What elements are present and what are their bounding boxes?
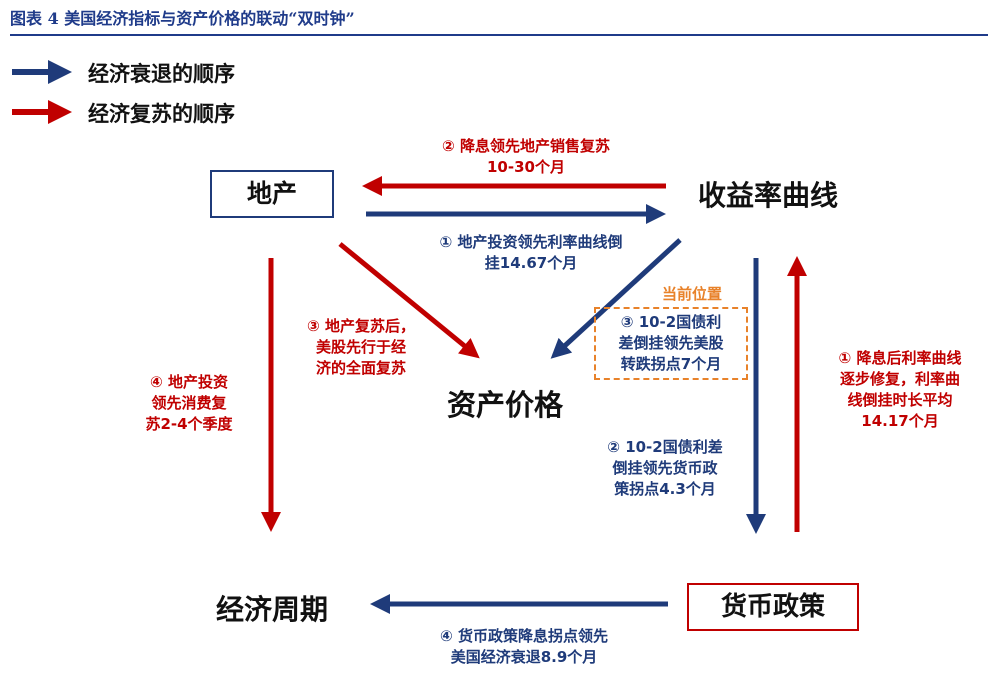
label-property-leads-consumption: ④ 地产投资 领先消费复 苏2-4个季度	[124, 372, 254, 435]
label-line: 美国经济衰退8.9个月	[450, 648, 598, 666]
node-property: 地产	[210, 170, 334, 218]
node-asset-prices: 资产价格	[447, 388, 564, 422]
label-property-recovery: ③ 地产复苏后， 美股先行于经 济的全面复苏	[291, 316, 431, 379]
legend-recession: 经济衰退的顺序	[88, 62, 235, 86]
label-line: 济的全面复苏	[315, 359, 406, 377]
legend-recovery: 经济复苏的顺序	[88, 102, 235, 126]
label-line: 倒挂领先货币政	[612, 459, 718, 477]
label-line: ③ 地产复苏后，	[307, 317, 415, 335]
label-line: 挂14.67个月	[484, 254, 578, 272]
label-line: 10-30个月	[487, 158, 565, 176]
label-line: 14.17个月	[861, 412, 939, 430]
node-yield-curve: 收益率曲线	[698, 179, 839, 212]
label-line: 转跌拐点7个月	[620, 355, 722, 373]
current-position-box: ③ 10-2国债利 差倒挂领先美股 转跌拐点7个月	[594, 307, 748, 380]
arrow-yield-to-assets	[550, 238, 682, 359]
label-line: ① 地产投资领先利率曲线倒	[439, 233, 623, 251]
label-line: 策拐点4.3个月	[614, 480, 716, 498]
label-line: 差倒挂领先美股	[618, 334, 724, 352]
label-line: 线倒挂时长平均	[847, 391, 953, 409]
label-line: 美股先行于经	[315, 338, 406, 356]
arrow-property-to-assets	[338, 242, 480, 359]
label-policy-leads-recession: ④ 货币政策降息拐点领先 美国经济衰退8.9个月	[404, 626, 644, 668]
label-line: 苏2-4个季度	[145, 415, 233, 433]
label-line: ② 降息领先地产销售复苏	[442, 137, 610, 155]
label-line: ④ 地产投资	[150, 373, 228, 391]
label-line: 逐步修复，利率曲	[839, 370, 960, 388]
label-curve-repair: ① 降息后利率曲线 逐步修复，利率曲 线倒挂时长平均 14.17个月	[812, 348, 988, 432]
figure-title: 图表 4 美国经济指标与资产价格的联动“双时钟”	[10, 9, 355, 28]
label-line: ② 10-2国债利差	[607, 438, 723, 456]
label-line: ① 降息后利率曲线	[838, 349, 962, 367]
label-line: ③ 10-2国债利	[620, 313, 722, 331]
node-monetary-policy: 货币政策	[687, 583, 859, 631]
label-property-invest-leads-curve: ① 地产投资领先利率曲线倒 挂14.67个月	[396, 232, 666, 274]
label-spread-leads-policy: ② 10-2国债利差 倒挂领先货币政 策拐点4.3个月	[590, 437, 740, 500]
label-rate-cut-leads-sales: ② 降息领先地产销售复苏 10-30个月	[411, 136, 641, 178]
label-line: 领先消费复	[151, 394, 227, 412]
current-position-label: 当前位置	[662, 285, 723, 303]
title-rule	[10, 34, 988, 36]
node-economic-cycle: 经济周期	[216, 593, 329, 626]
label-line: ④ 货币政策降息拐点领先	[440, 627, 608, 645]
